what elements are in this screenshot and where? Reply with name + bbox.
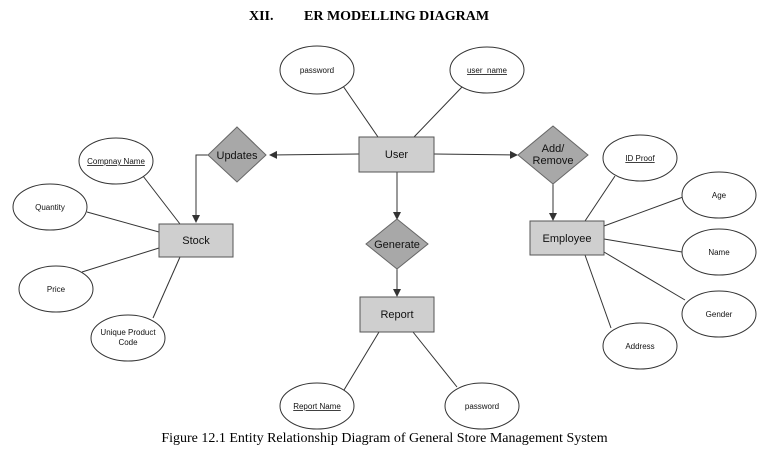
entity-employee-label: Employee xyxy=(543,233,592,245)
figure-caption: Figure 12.1 Entity Relationship Diagram … xyxy=(161,431,608,446)
attribute-user-password-label: password xyxy=(300,66,334,75)
relationship-add-remove: Add/ Remove xyxy=(517,125,589,185)
line-employee-idproof xyxy=(584,175,616,222)
attribute-age: Age xyxy=(681,171,757,219)
section-title: ER MODELLING DIAGRAM xyxy=(304,9,490,24)
attribute-report-name: Report Name xyxy=(279,382,355,430)
arrow-updates-stock xyxy=(192,154,208,223)
attribute-name: Name xyxy=(681,228,757,276)
arrow-user-addremove xyxy=(433,150,518,159)
entity-report-label: Report xyxy=(380,309,413,321)
line-employee-address xyxy=(584,254,612,329)
line-user-username xyxy=(413,86,463,138)
entity-user-label: User xyxy=(385,149,409,161)
line-report-reportname xyxy=(343,331,380,391)
attribute-report-name-label: Report Name xyxy=(293,402,341,411)
attribute-user-name: user_name xyxy=(449,46,525,94)
attribute-unique-code-line1: Unique Product xyxy=(100,328,156,337)
attribute-company-name-label: Compnay Name xyxy=(87,157,145,166)
attribute-address-label: Address xyxy=(625,342,654,351)
relationship-updates-label: Updates xyxy=(217,150,258,162)
line-employee-name xyxy=(603,238,683,253)
attribute-price-label: Price xyxy=(47,285,66,294)
attribute-price: Price xyxy=(18,265,94,313)
attribute-unique-product-code: Unique Product Code xyxy=(90,314,166,362)
relationship-add-remove-line2: Remove xyxy=(533,155,574,167)
attribute-gender: Gender xyxy=(681,290,757,338)
attribute-company-name: Compnay Name xyxy=(78,137,154,185)
attribute-quantity: Quantity xyxy=(12,183,88,231)
connectors xyxy=(81,85,686,391)
relationship-generate-label: Generate xyxy=(374,239,420,251)
line-stock-quantity xyxy=(86,211,160,233)
section-number: XII. xyxy=(249,9,274,24)
line-employee-age xyxy=(603,196,684,227)
attribute-unique-code-line2: Code xyxy=(118,338,138,347)
line-stock-price xyxy=(81,247,160,273)
line-stock-companyname xyxy=(142,175,181,225)
relationship-add-remove-line1: Add/ xyxy=(542,143,566,155)
relationship-updates: Updates xyxy=(207,126,267,183)
line-user-password xyxy=(342,85,379,138)
entity-stock-label: Stock xyxy=(182,235,210,247)
attribute-age-label: Age xyxy=(712,191,727,200)
attribute-id-proof: ID Proof xyxy=(602,134,678,182)
entity-employee: Employee xyxy=(529,220,605,256)
relationship-generate: Generate xyxy=(365,218,429,270)
attribute-report-password-label: password xyxy=(465,402,499,411)
line-employee-gender xyxy=(603,251,686,301)
attribute-user-name-label: user_name xyxy=(467,66,508,75)
attribute-user-password: password xyxy=(279,45,355,95)
attribute-address: Address xyxy=(602,322,678,370)
entity-user: User xyxy=(358,136,435,173)
attribute-id-proof-label: ID Proof xyxy=(625,154,655,163)
entity-report: Report xyxy=(359,296,435,333)
attribute-report-password: password xyxy=(444,382,520,430)
attribute-name-label: Name xyxy=(708,248,730,257)
line-stock-code xyxy=(152,256,181,319)
entity-stock: Stock xyxy=(158,223,234,258)
attribute-quantity-label: Quantity xyxy=(35,203,65,212)
attribute-gender-label: Gender xyxy=(706,310,733,319)
arrow-user-updates xyxy=(269,150,360,159)
line-report-password xyxy=(412,331,458,388)
